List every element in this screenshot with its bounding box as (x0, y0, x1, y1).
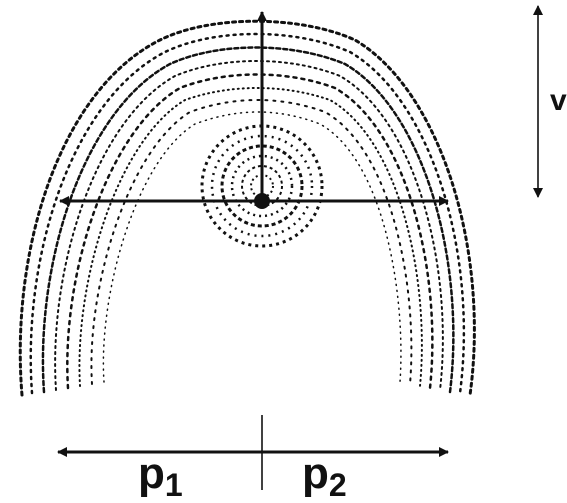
right-width-label: p2 (302, 449, 347, 503)
center-point (254, 193, 270, 209)
left-width-label: p1 (138, 449, 183, 503)
vertical-label: v (550, 84, 567, 117)
arch-shape (18, 19, 476, 397)
